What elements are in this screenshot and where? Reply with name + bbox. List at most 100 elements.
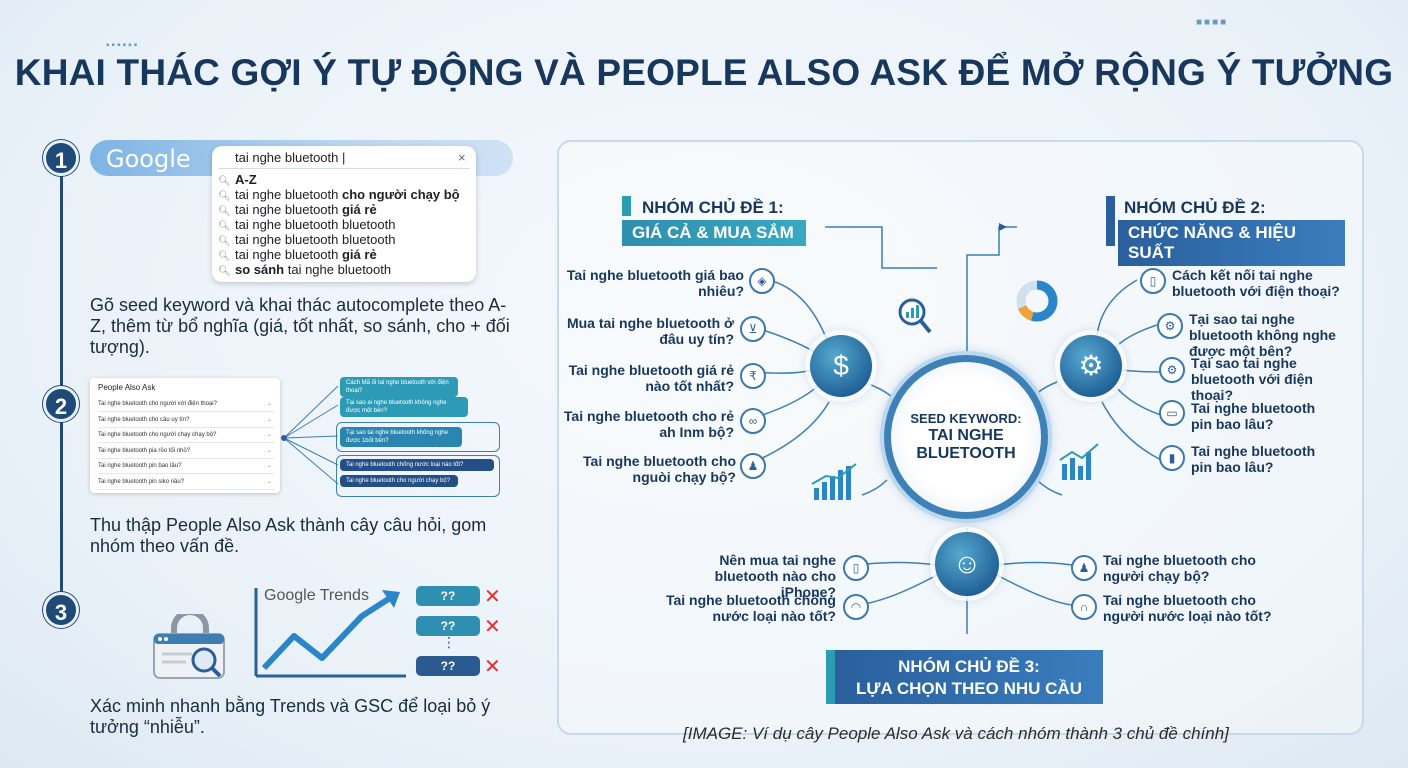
suggestion-bold: A-Z: [235, 172, 257, 187]
smartphone-icon: ▯: [1140, 268, 1166, 294]
decorative-dots: ■■■■: [1196, 17, 1229, 28]
currency-icon: ₹: [740, 363, 766, 389]
magnifier-chart-icon: [898, 298, 932, 334]
autocomplete-suggestion[interactable]: 🔍︎tai nghe bluetooth cho người chạy bộ: [218, 187, 460, 202]
group2-question: Tai nghe bluetooth pin bao lâu?: [1191, 443, 1316, 475]
search-icon: 🔍︎: [218, 266, 231, 277]
group2-accent: [1106, 196, 1115, 246]
ellipsis: ⋮: [442, 634, 456, 650]
paa-question-row[interactable]: Tai nghe bluetooth cho người với điện th…: [98, 397, 274, 412]
paa-frame: [336, 422, 500, 452]
group3-title: NHÓM CHỦ ĐỀ 3:: [898, 657, 1040, 676]
step-1-text: Gõ seed keyword và khai thác autocomplet…: [90, 295, 510, 357]
gears-hub-icon: ⚙: [1060, 335, 1122, 397]
question-bubble: ??: [416, 616, 480, 636]
group3-subtitle: LỰA CHỌN THEO NHU CẦU: [856, 679, 1082, 698]
autocomplete-suggestion[interactable]: 🔍︎ A-Z: [218, 172, 257, 187]
suggestion-text: tai nghe bluetooth: [284, 262, 392, 277]
paa-question-row[interactable]: Tai nghe bluetooth cho câu uy tín?⌄: [98, 413, 274, 428]
runner-icon: ♟: [740, 453, 766, 479]
seed-keyword: TAI NGHE BLUETOOTH: [916, 427, 1016, 462]
seed-keyword-node: [884, 355, 1048, 519]
suggestion-bold: so sánh: [235, 262, 285, 277]
paa-bubble: Tại sao ai nghe bluetooth không nghe đượ…: [340, 397, 468, 417]
paa-question-text: Tai nghe bluetooth cho người chạy chạy b…: [98, 432, 217, 438]
group2-question: Tại sao tai nghe bluetooth với điện thoạ…: [1191, 355, 1313, 403]
search-icon: 🔍︎: [218, 191, 231, 202]
autocomplete-suggestion[interactable]: 🔍︎tai nghe bluetooth bluetooth: [218, 217, 395, 232]
paa-bubble: Tai nghe bluetooth cho người chạy bộ?: [340, 475, 458, 487]
seed-label: SEED KEYWORD:: [910, 411, 1022, 426]
step-badge-1: 1: [43, 140, 79, 176]
group3-question: Tai nghe bluetooth cho người nước loại n…: [1103, 592, 1272, 624]
group1-question: Tai nghe bluetooth cho nguòi chạy bộ?: [583, 453, 736, 485]
google-logo: Google: [106, 145, 191, 173]
paa-question-row[interactable]: Tai nghe bluetooth pin siko nầu? ⌄: [98, 475, 274, 490]
donut-chart-icon: [1016, 280, 1058, 322]
image-caption: [IMAGE: Ví dụ cây People Also Ask và các…: [683, 724, 1229, 743]
paa-question-text: Tai nghe bluetooth pia rồo tối nhỏ?: [98, 447, 191, 454]
suggestion-text: tai nghe bluetooth: [235, 247, 342, 262]
divider: [218, 168, 470, 169]
paa-question-text: Tai nghe bluetooth pin bao lâu?: [98, 463, 182, 469]
paa-bubble: Cách Mã ối tai nghe bluetooth với điện t…: [340, 377, 458, 397]
group1-question: Mua tai nghe bluetooth ở đâu uy tín?: [566, 315, 734, 347]
paa-title: People Also Ask: [98, 383, 156, 392]
google-trends-logo: Google Trends: [264, 587, 369, 604]
paa-question-row[interactable]: Tai nghe bluetooth pia rồo tối nhỏ?⌄: [98, 444, 274, 459]
paa-frame: [336, 455, 500, 497]
search-icon: 🔍︎: [218, 176, 231, 187]
search-input[interactable]: tai nghe bluetooth |: [235, 150, 346, 165]
bar-chart-icon: [1059, 443, 1099, 480]
battery-icon: ▭: [1159, 400, 1185, 426]
headphones-icon: ∩: [1071, 594, 1097, 620]
suggestion-bold: cho người chạy bộ: [341, 187, 460, 202]
paa-question-row[interactable]: Tai nghe bluetooth cho người chạy chạy b…: [98, 428, 274, 443]
paa-question-text: Tai nghe bluetooth pin siko nầu?: [98, 478, 185, 485]
battery-full-icon: ▮: [1159, 445, 1185, 471]
paa-bubble: Tai nghe bluetooth chống nước loại nào t…: [340, 459, 494, 471]
search-icon: 🔍︎: [218, 251, 231, 262]
suggestion-text: tai nghe bluetooth bluetooth: [235, 232, 396, 247]
group1-question: Tai nghe bluetooth giá rẻ nào tốt nhất?: [568, 362, 734, 394]
page-title: KHAI THÁC GỢI Ý TỰ ĐỘNG VÀ PEOPLE ALSO A…: [14, 52, 1394, 93]
group3-question: Nên mua tai nghe bluetooth nào cho iPhon…: [714, 552, 836, 600]
autocomplete-suggestion[interactable]: 🔍︎ tai nghe bluetooth bluetooth: [218, 232, 395, 247]
question-bubble: ??: [416, 656, 480, 676]
search-icon: 🔍︎: [218, 236, 231, 247]
autocomplete-suggestion[interactable]: 🔍︎tai nghe bluetooth giá rẻ: [218, 247, 377, 262]
group2-question: Tai nghe bluetooth pin bao lâu?: [1191, 400, 1316, 432]
smartphone-icon: ▯: [843, 555, 869, 581]
group2-subtitle: CHỨC NĂNG & HIỆU SUẤT: [1118, 220, 1345, 266]
chevron-down-icon: ⌄: [266, 432, 272, 438]
group3-box: NHÓM CHỦ ĐỀ 3: LỰA CHỌN THEO NHU CẦU: [826, 650, 1103, 704]
waterproof-icon: ◠: [843, 594, 869, 620]
close-icon[interactable]: ×: [458, 150, 466, 165]
search-icon: 🔍︎: [218, 206, 231, 217]
chevron-down-icon: ⌄: [266, 478, 272, 485]
autocomplete-suggestion[interactable]: 🔍︎tai nghe bluetooth giá rẻ: [218, 202, 377, 217]
group2-title: NHÓM CHỦ ĐỀ 2:: [1124, 198, 1266, 217]
reject-x-icon: ✕: [484, 586, 501, 608]
group3-question: Tai nghe bluetooth chống nước loại nào t…: [665, 592, 836, 624]
bar-chart-icon: [811, 463, 857, 500]
group1-question: Tai nghe bluetooth cho rẻ ah Inm bộ?: [563, 408, 734, 440]
step-3-text: Xác minh nhanh bằng Trends và GSC để loạ…: [90, 696, 491, 737]
group1-accent: [622, 196, 631, 216]
question-bubble: ??: [416, 586, 480, 606]
gear-icon: ⚙: [1157, 313, 1183, 339]
autocomplete-suggestion[interactable]: 🔍︎ so sánh tai nghe bluetooth: [218, 262, 391, 277]
price-tag-hub-icon: $: [810, 335, 872, 397]
reject-x-icon: ✕: [484, 656, 501, 678]
chevron-down-icon: ⌄: [266, 401, 272, 407]
timeline-line: [60, 158, 63, 613]
price-tag-icon: ◈: [749, 268, 775, 294]
group3-question: Tai nghe bluetooth cho người chạy bộ?: [1103, 552, 1256, 584]
suggestion-text: tai nghe bluetooth: [235, 202, 342, 217]
group1-subtitle: GIÁ CẢ & MUA SẮM: [622, 220, 806, 246]
group2-question: Cách kết nối tai nghe bluetooth với điện…: [1172, 267, 1340, 299]
paa-question-row[interactable]: Tai nghe bluetooth pin bao lâu?⌄: [98, 459, 274, 474]
reject-x-icon: ✕: [484, 616, 501, 638]
trends-chart: [254, 588, 406, 678]
suggestion-text: tai nghe bluetooth bluetooth: [235, 217, 396, 232]
